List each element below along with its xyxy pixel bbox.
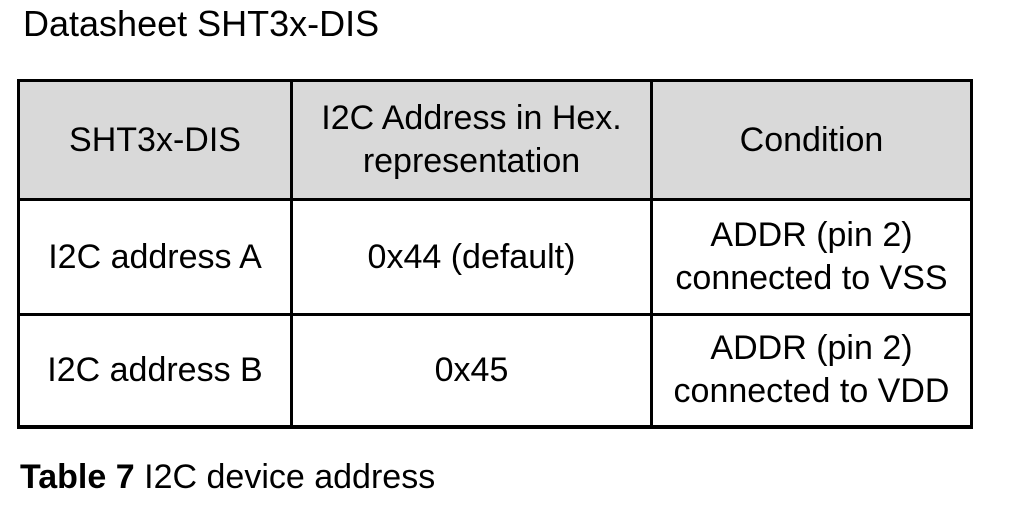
cell-address-a-hex: 0x44 (default) (290, 198, 653, 316)
i2c-address-table: SHT3x-DIS I2C Address in Hex. representa… (17, 79, 973, 429)
page-title: Datasheet SHT3x-DIS (23, 3, 380, 44)
header-cell-i2c-address-hex: I2C Address in Hex. representation (290, 79, 653, 201)
table-caption-label: Table 7 (20, 458, 135, 496)
table-caption-text: I2C device address (144, 458, 436, 496)
table-header-row: SHT3x-DIS I2C Address in Hex. representa… (17, 79, 973, 201)
cell-address-b-condition: ADDR (pin 2) connected to VDD (650, 313, 973, 429)
cell-address-b-hex: 0x45 (290, 313, 653, 429)
header-cell-condition: Condition (650, 79, 973, 201)
table-row-address-b: I2C address B 0x45 ADDR (pin 2) connecte… (17, 313, 973, 429)
header-cell-sht3x-dis: SHT3x-DIS (17, 79, 293, 201)
cell-address-a-name: I2C address A (17, 198, 293, 316)
cell-address-a-condition: ADDR (pin 2) connected to VSS (650, 198, 973, 316)
cell-address-b-name: I2C address B (17, 313, 293, 429)
table-row-address-a: I2C address A 0x44 (default) ADDR (pin 2… (17, 198, 973, 316)
